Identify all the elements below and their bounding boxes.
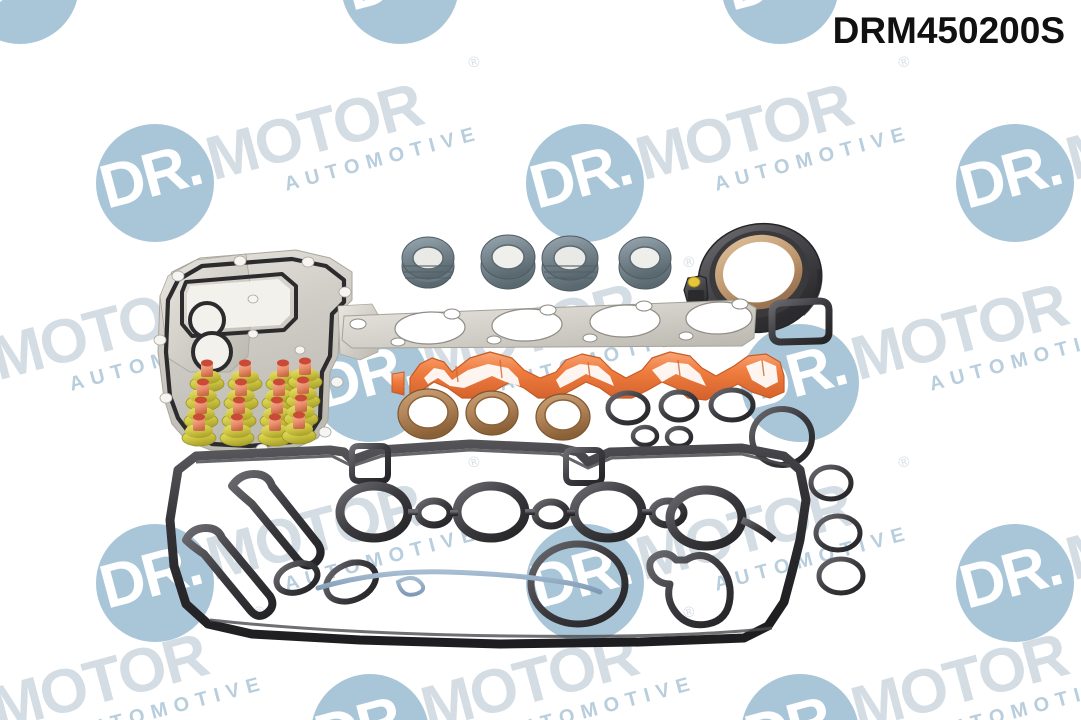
valve-stem-seal bbox=[281, 411, 317, 445]
part-cover-seal bbox=[768, 297, 833, 346]
o-ring bbox=[708, 387, 756, 423]
blue-gasket-strip bbox=[315, 569, 603, 595]
part-exhaust-manifold-gasket bbox=[341, 298, 757, 349]
o-ring bbox=[664, 425, 694, 449]
cam-ring-small bbox=[414, 497, 454, 529]
valve-stem-seal bbox=[181, 413, 217, 447]
camshaft-oil-seal bbox=[535, 393, 591, 441]
spark-plug-tube-seal bbox=[401, 236, 455, 289]
oil-filler-ring bbox=[527, 540, 629, 628]
part-number-label: DRM450200S bbox=[832, 10, 1065, 51]
cam-ring bbox=[569, 481, 647, 543]
cam-ring-small bbox=[531, 498, 571, 530]
cam-ring bbox=[665, 485, 747, 551]
part-camshaft-oil-seals bbox=[397, 388, 591, 441]
cam-ring bbox=[452, 481, 530, 543]
part-valve-cover-gasket bbox=[165, 439, 811, 649]
valve-stem-seal bbox=[257, 413, 293, 447]
valve-stem-seal bbox=[185, 378, 221, 412]
o-ring bbox=[630, 424, 660, 448]
part-o-rings-small bbox=[605, 387, 866, 596]
o-ring bbox=[605, 390, 651, 426]
blue-gasket-detail bbox=[395, 576, 426, 597]
cam-ring bbox=[335, 481, 413, 543]
camshaft-oil-seal bbox=[465, 390, 519, 436]
keyhole-seal bbox=[646, 550, 734, 629]
valve-stem-seal bbox=[285, 376, 321, 410]
o-ring bbox=[816, 556, 866, 596]
o-ring bbox=[808, 464, 854, 502]
part-spark-plug-tube-seals bbox=[401, 234, 672, 292]
spark-plug-tube-seal bbox=[618, 236, 672, 290]
spark-plug-tube-seal bbox=[541, 235, 599, 292]
o-ring bbox=[813, 513, 863, 553]
spark-plug-tube-seal bbox=[480, 234, 536, 290]
camshaft-oil-seal bbox=[397, 388, 459, 440]
part-intake-manifold-gasket bbox=[391, 351, 785, 401]
o-ring bbox=[658, 389, 700, 423]
valve-stem-seal bbox=[219, 413, 255, 447]
part-valve-stem-seals bbox=[181, 357, 323, 447]
